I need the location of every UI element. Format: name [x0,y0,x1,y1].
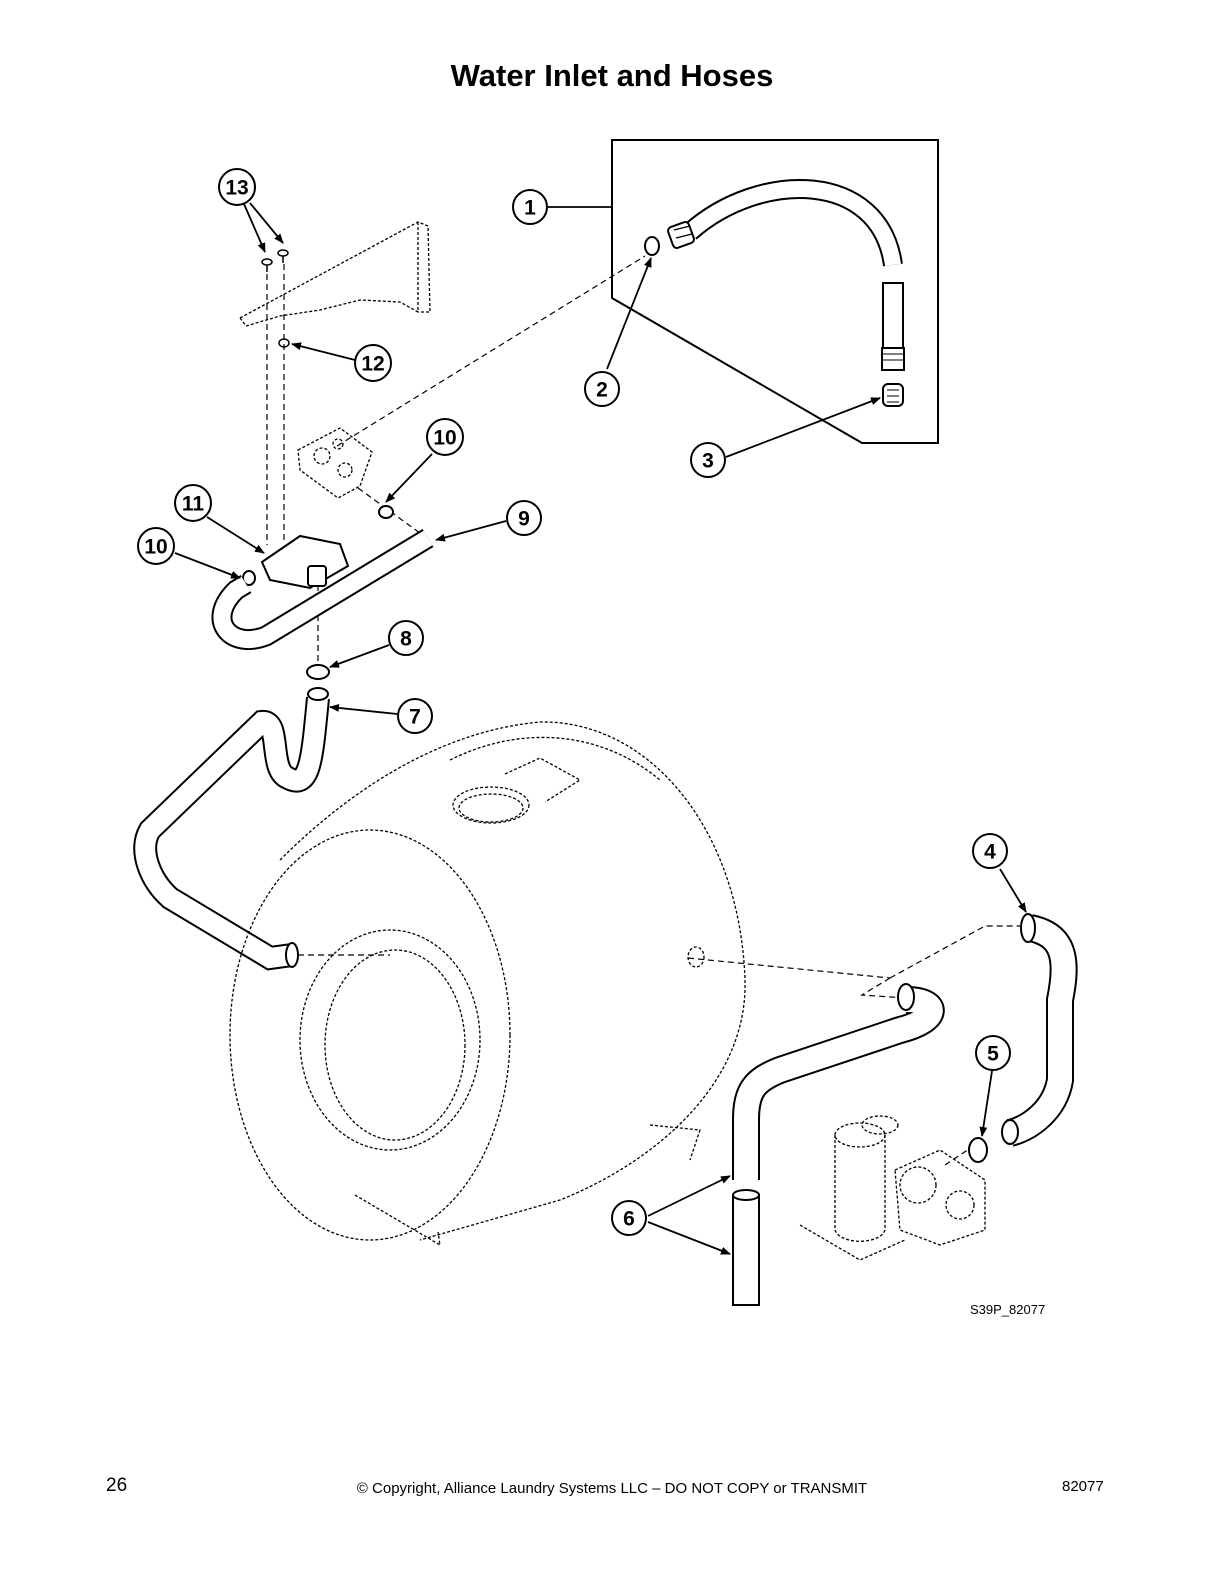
callout-1: 1 [512,189,548,225]
hose-7 [133,687,330,971]
callout-2: 2 [584,371,620,407]
callout-3: 3 [690,442,726,478]
callout-label: 8 [400,628,412,651]
callout-6: 6 [611,1200,647,1236]
page-number: 26 [106,1475,128,1496]
callout-label: 7 [409,706,421,729]
valve-assembly [799,1115,986,1261]
clamp-8 [306,664,330,680]
wash-tub [229,721,746,1247]
callout-label: 10 [144,536,167,559]
hose-clamp [242,570,256,586]
inset-box [611,139,939,444]
callout-label: 6 [623,1208,635,1231]
clamp-5 [968,1137,988,1163]
callout-label: 12 [361,353,384,376]
callout-10-upper: 10 [426,418,464,456]
hose-clamp [378,505,394,519]
callout-label: 11 [182,493,205,516]
callout-label: 1 [524,197,536,220]
inlet-valve [297,427,373,499]
mounting-bracket [239,221,431,327]
hose-6 [732,983,945,1306]
figure-id: S39P_82077 [970,1302,1046,1317]
callout-9: 9 [506,500,542,536]
callout-label: 3 [702,450,714,473]
callout-12: 12 [354,344,392,382]
callout-7: 7 [397,698,433,734]
callout-5: 5 [975,1035,1011,1071]
fill-hose [667,178,905,371]
document-number: 82077 [1062,1478,1104,1495]
hose-washer [644,236,660,256]
hose-4 [1001,913,1078,1147]
screws [261,249,289,272]
callout-8: 8 [388,620,424,656]
page-title: Water Inlet and Hoses [450,58,774,93]
callout-13: 13 [218,168,256,206]
callout-label: 10 [433,427,456,450]
callout-label: 4 [984,841,996,864]
callout-label: 13 [225,177,248,200]
callout-label: 5 [987,1043,999,1066]
copyright-notice: © Copyright, Alliance Laundry Systems LL… [356,1480,868,1497]
leader-lines [174,202,1027,1255]
callout-label: 2 [596,379,608,402]
hose-9 [211,529,434,650]
filter-screen [882,383,904,407]
siphon-break [260,534,350,590]
callout-10-lower: 10 [137,527,175,565]
callout-4: 4 [972,833,1008,869]
callout-11: 11 [174,484,212,522]
callout-label: 9 [518,508,530,531]
